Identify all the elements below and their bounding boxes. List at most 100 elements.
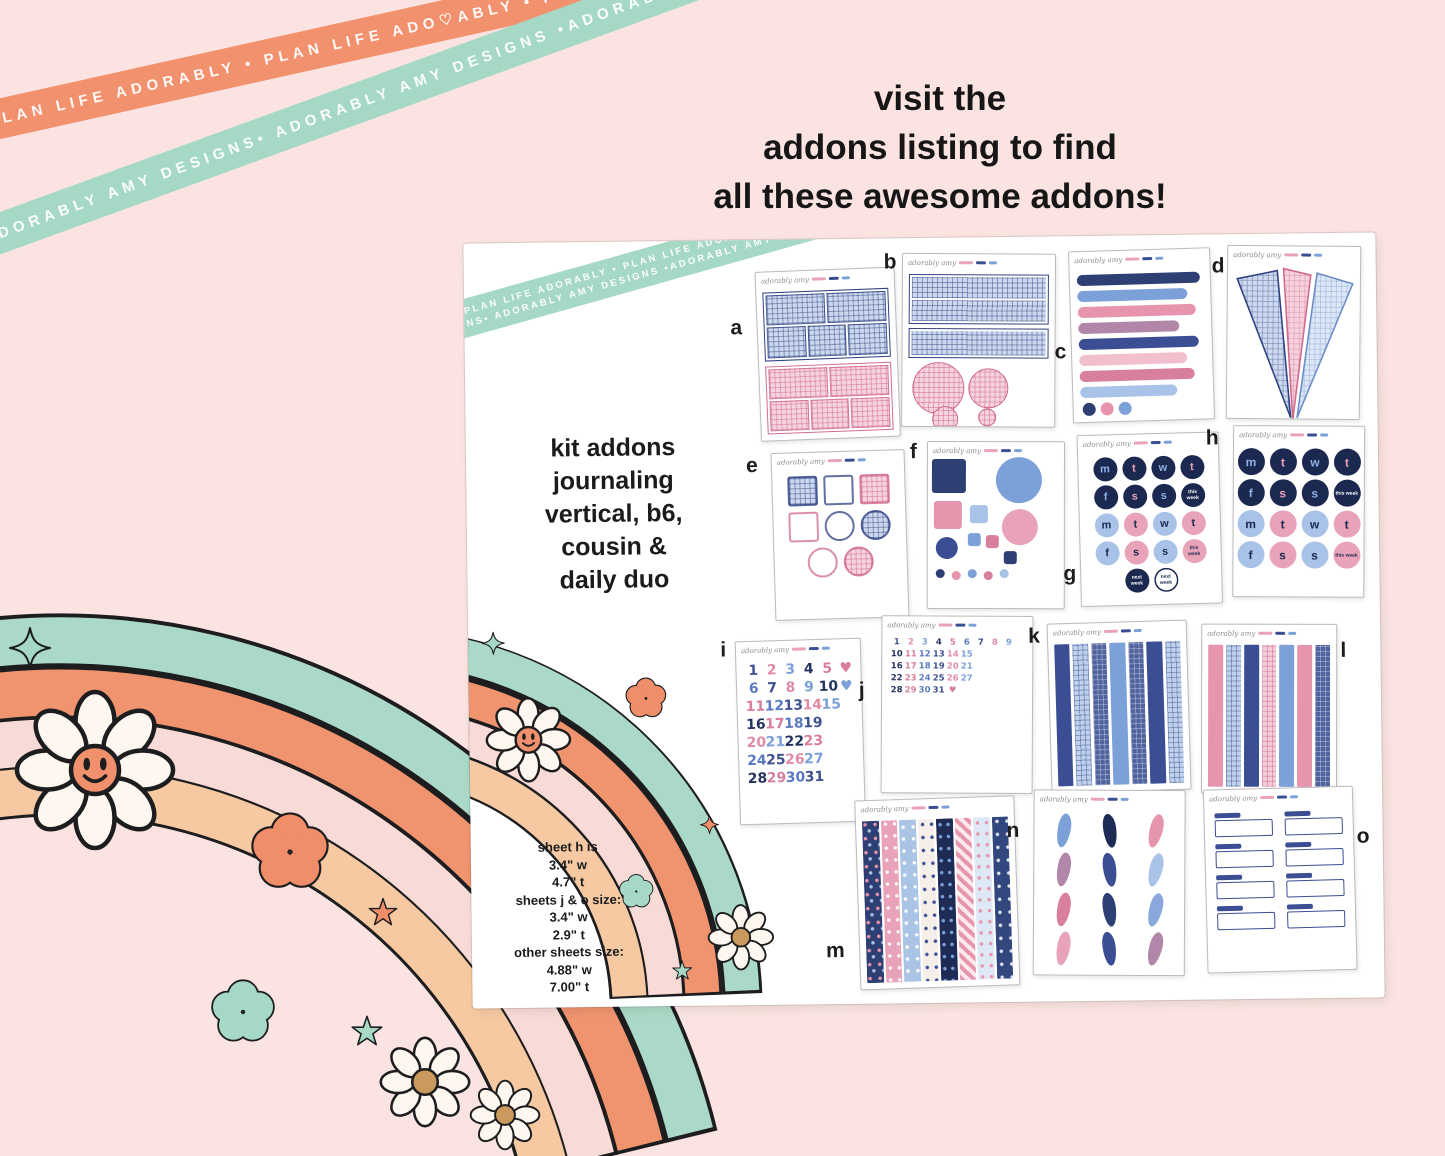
kit-addons-text: kit addons journaling vertical, b6, cous… bbox=[506, 430, 722, 598]
sheet-header: adorably amy bbox=[903, 254, 1055, 270]
sticker-sheet-b: adorably amy bbox=[901, 252, 1057, 428]
grid-box-blue bbox=[908, 273, 1049, 325]
brand-logo-text: adorably amy bbox=[932, 446, 982, 455]
grid-box bbox=[847, 323, 888, 355]
filled-shape-sticker bbox=[967, 569, 977, 579]
sheet-sizes-text: sheet h is 3.4" w 4.7" t sheets j & o si… bbox=[473, 837, 665, 997]
header-accent-bar bbox=[1284, 253, 1299, 257]
sticker-sheet-d: adorably amy bbox=[1225, 244, 1362, 421]
sheet-label-d: d bbox=[1211, 254, 1225, 278]
sheet-header: adorably amy bbox=[1228, 246, 1360, 262]
washi-strip-sticker bbox=[935, 818, 958, 981]
header-accent-bar bbox=[1260, 795, 1275, 800]
headline: visit the addons listing to find all the… bbox=[655, 74, 1225, 221]
header-accent-bar bbox=[821, 646, 830, 650]
filled-shape-sticker bbox=[1003, 551, 1017, 565]
header-accent-bar bbox=[1125, 257, 1140, 261]
sheet-header: adorably amy bbox=[1234, 426, 1364, 442]
day-letter-sticker: t bbox=[1333, 510, 1361, 538]
brand-logo-text: adorably amy bbox=[760, 275, 810, 286]
kit-text-line: daily duo bbox=[559, 565, 670, 595]
sheet-k-body bbox=[1048, 636, 1190, 793]
week-cover-sticker: this week bbox=[1332, 541, 1361, 569]
brushstroke-sticker bbox=[1078, 335, 1200, 350]
daisy-flower bbox=[471, 1081, 540, 1150]
swatch-cell bbox=[1144, 891, 1166, 928]
sticker-sheet-o: adorably amy bbox=[1202, 785, 1358, 974]
date-number-sticker: 29 bbox=[766, 769, 787, 787]
label-box bbox=[1284, 817, 1344, 836]
sheet-label-e: e bbox=[745, 454, 758, 478]
header-accent-bar bbox=[1277, 795, 1288, 799]
day-letter-sticker: s bbox=[1151, 483, 1176, 509]
kit-text-line: journaling bbox=[552, 466, 674, 496]
brushstroke-sticker bbox=[1079, 351, 1187, 366]
date-number-sticker: 22 bbox=[890, 673, 903, 684]
header-accent-bar bbox=[928, 805, 939, 810]
date-number-sticker: 11 bbox=[904, 649, 917, 660]
mint-flower bbox=[211, 979, 275, 1042]
date-number-sticker: 15 bbox=[821, 696, 842, 713]
label-box-cell bbox=[1215, 843, 1274, 869]
sticker-sheet-l: adorably amy bbox=[1200, 623, 1338, 794]
day-letter-sticker: s bbox=[1301, 479, 1329, 507]
outline-shape-sticker bbox=[807, 547, 839, 578]
date-number-sticker: 7 bbox=[767, 680, 778, 697]
brushstroke-sticker bbox=[1076, 271, 1200, 286]
date-number-sticker: 23 bbox=[904, 673, 917, 684]
coral-flower bbox=[625, 677, 667, 718]
brand-logo-text: adorably amy bbox=[1207, 629, 1256, 638]
header-accent-bar bbox=[1150, 440, 1161, 445]
paint-swatch-sticker bbox=[1053, 851, 1073, 888]
grid-box-blue-small bbox=[908, 327, 1049, 359]
header-accent-bar bbox=[911, 806, 926, 810]
header-accent-bar bbox=[1103, 629, 1118, 634]
sheet-label-m: m bbox=[825, 938, 845, 963]
washi-strip-sticker bbox=[861, 820, 884, 984]
outline-shape-sticker bbox=[824, 510, 856, 542]
date-number-sticker: 27 bbox=[803, 750, 824, 768]
header-accent-bar bbox=[1275, 631, 1286, 635]
size-text-line: 4.88" w bbox=[546, 961, 592, 978]
grid-box bbox=[769, 399, 810, 432]
date-number-sticker: 1 bbox=[748, 662, 759, 680]
sheet-o-body bbox=[1204, 802, 1356, 973]
date-number-sticker: 3 bbox=[921, 637, 928, 648]
date-number-sticker: 17 bbox=[764, 715, 785, 733]
swatch-cell bbox=[1053, 851, 1073, 888]
outline-shape-sticker bbox=[843, 546, 875, 577]
grid-box bbox=[826, 290, 887, 324]
swatch-cell bbox=[1100, 891, 1118, 928]
date-number-sticker: 20 bbox=[946, 661, 959, 672]
header-accent-bar bbox=[1120, 797, 1129, 801]
label-box bbox=[1217, 911, 1276, 931]
date-number-sticker: 1 bbox=[893, 637, 900, 648]
date-number-sticker: 21 bbox=[960, 661, 973, 672]
label-box bbox=[1286, 878, 1345, 898]
date-number-sticker: 8 bbox=[785, 679, 796, 696]
sheet-d-body bbox=[1227, 261, 1360, 420]
header-accent-bar bbox=[1290, 795, 1299, 799]
brushstroke-sticker bbox=[1077, 303, 1196, 318]
week-cover-sticker: this week bbox=[1180, 482, 1205, 508]
full-box-strip-sticker bbox=[1243, 644, 1259, 787]
header-accent-bar bbox=[1314, 253, 1323, 257]
day-letter-sticker: s bbox=[1152, 539, 1178, 565]
date-number-sticker: 5 bbox=[822, 660, 833, 677]
brand-logo-text: adorably amy bbox=[887, 620, 936, 629]
grid-box bbox=[807, 324, 848, 357]
sticker-sheet-f: adorably amy bbox=[926, 440, 1065, 610]
swatch-cell bbox=[1053, 930, 1073, 967]
